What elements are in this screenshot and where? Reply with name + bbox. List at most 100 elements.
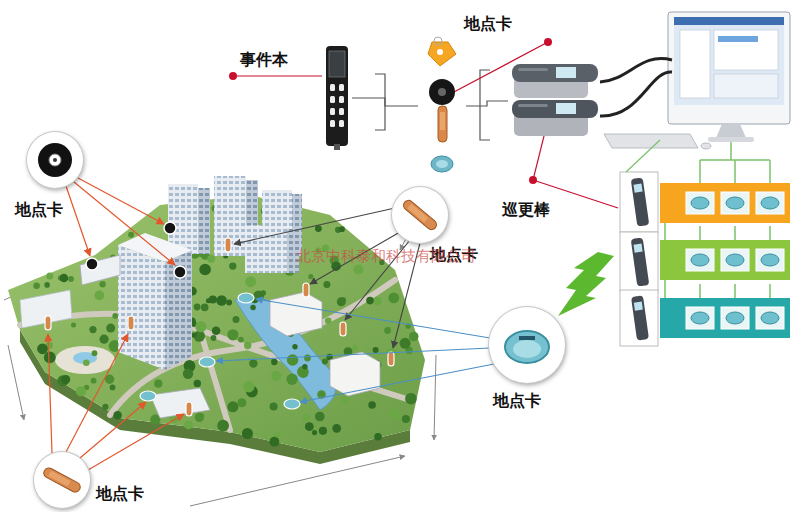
band xyxy=(660,183,790,338)
oval-marker xyxy=(140,391,156,401)
pointer-line xyxy=(229,38,618,208)
tree xyxy=(243,381,254,392)
computer xyxy=(680,30,710,98)
tube-card xyxy=(407,204,428,223)
tree xyxy=(271,359,277,365)
tree xyxy=(94,291,104,301)
tree xyxy=(341,395,349,403)
tree xyxy=(305,422,314,431)
perimeter-arrow xyxy=(8,345,24,420)
band xyxy=(660,298,790,338)
device-box xyxy=(756,249,784,271)
tree xyxy=(226,300,232,306)
tree xyxy=(384,327,391,334)
tree xyxy=(374,297,382,305)
low-building xyxy=(150,388,210,418)
tree xyxy=(286,374,297,385)
stick-photo xyxy=(620,232,658,292)
tree xyxy=(198,413,204,419)
band xyxy=(660,183,790,223)
tree xyxy=(325,317,332,324)
tower xyxy=(165,250,192,370)
leader-line xyxy=(48,334,184,470)
device-box xyxy=(756,307,784,329)
bracket xyxy=(375,74,385,130)
cable xyxy=(600,59,672,82)
tree xyxy=(209,295,217,303)
tree-line xyxy=(730,142,732,160)
device-box xyxy=(756,192,784,214)
tree xyxy=(211,335,217,341)
tree xyxy=(71,323,76,328)
tree xyxy=(46,273,53,280)
stick-photo xyxy=(631,177,650,226)
tree xyxy=(274,432,280,438)
computer xyxy=(701,143,711,149)
tree-line xyxy=(700,226,770,240)
tree xyxy=(92,350,98,356)
tube-card xyxy=(392,187,448,243)
tube-marker xyxy=(340,322,346,336)
oval-card xyxy=(519,336,535,340)
tube-marker xyxy=(303,283,309,297)
tree xyxy=(373,347,379,353)
tree-line xyxy=(700,284,770,298)
tower xyxy=(118,233,192,370)
disc-card xyxy=(53,158,57,162)
event-book xyxy=(339,96,344,103)
tree xyxy=(302,414,309,421)
tree xyxy=(154,380,162,388)
perimeter-arrow xyxy=(434,355,436,440)
tree xyxy=(250,305,256,311)
computer xyxy=(674,17,784,25)
event-book xyxy=(339,108,344,115)
tree xyxy=(100,335,109,344)
perimeter-arrow xyxy=(190,456,405,506)
leader-line xyxy=(88,414,184,470)
tree xyxy=(68,276,74,282)
tree-line xyxy=(665,142,770,318)
node-label: 事件本 xyxy=(240,50,288,70)
pointer-line xyxy=(229,72,237,80)
tree xyxy=(237,398,246,407)
tree xyxy=(322,359,328,365)
tree xyxy=(60,274,69,283)
device-box xyxy=(721,307,749,329)
tree xyxy=(292,344,297,349)
computer xyxy=(714,30,778,70)
tube-card xyxy=(42,466,82,494)
tree xyxy=(366,297,374,305)
stick-photo xyxy=(620,172,658,232)
oval-card xyxy=(513,340,541,358)
tree xyxy=(260,290,266,296)
tube-marker xyxy=(186,402,192,416)
pointer-line xyxy=(233,75,322,76)
device-box xyxy=(691,254,709,266)
leader-line xyxy=(80,402,146,458)
wireless-arrow xyxy=(558,252,614,316)
tree xyxy=(91,378,97,384)
tree xyxy=(110,385,116,391)
event-book xyxy=(330,96,335,103)
tree xyxy=(112,313,118,319)
tree xyxy=(191,333,196,338)
card-group-node: 地点卡 xyxy=(418,36,466,176)
tree xyxy=(270,403,278,411)
tree xyxy=(244,342,251,349)
patrol-reader xyxy=(512,64,598,98)
leader-line xyxy=(74,182,175,265)
tree xyxy=(184,420,193,429)
tree xyxy=(212,327,221,336)
tree xyxy=(227,401,238,412)
pointer-line xyxy=(529,176,537,184)
road xyxy=(200,330,230,430)
stick-photo xyxy=(631,295,649,340)
tree xyxy=(390,409,400,419)
tree xyxy=(216,295,227,306)
tree xyxy=(242,428,253,439)
tube-card xyxy=(401,198,438,231)
tree xyxy=(227,329,238,340)
tree xyxy=(400,338,411,349)
computer xyxy=(668,12,790,124)
